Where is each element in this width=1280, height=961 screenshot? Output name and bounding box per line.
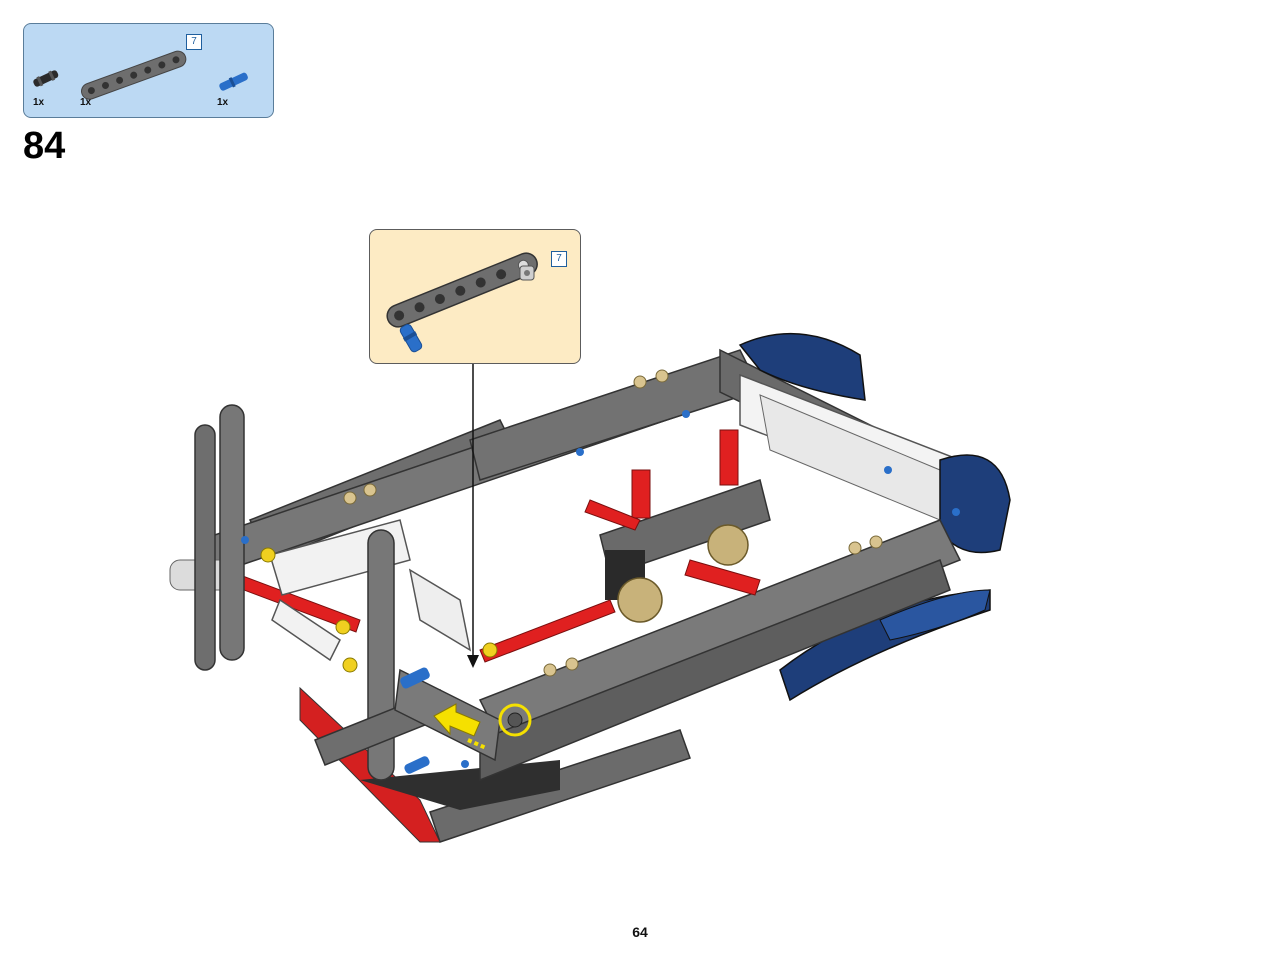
blue-axle-pin-part	[219, 72, 248, 91]
page-number: 64	[632, 924, 648, 940]
near-frame-beam	[478, 519, 962, 782]
differential-housing	[599, 479, 771, 623]
gray-pin-callout	[519, 265, 535, 281]
parts-list-box: 1x 1x 1x 7	[23, 23, 274, 118]
blue-pins	[241, 410, 960, 768]
gray-liftarm-part	[81, 50, 187, 100]
length-badge: 7	[186, 34, 202, 50]
blue-axle-pin-callout	[399, 323, 423, 353]
yellow-bushings	[260, 547, 498, 673]
quantity-label: 1x	[217, 97, 229, 108]
tan-pins	[343, 369, 883, 677]
blue-panels	[738, 332, 1011, 702]
length-badge: 7	[551, 251, 567, 267]
highlight-circle	[498, 703, 532, 737]
subassembly-callout: 7	[369, 229, 581, 364]
insertion-arrow-icon	[433, 703, 487, 750]
quantity-label: 1x	[80, 97, 92, 108]
callout-illustration	[386, 252, 538, 353]
step-number: 84	[23, 125, 66, 167]
parts-illustration	[33, 50, 248, 100]
black-pin-part	[33, 70, 59, 87]
quantity-label: 1x	[33, 97, 45, 108]
red-axles	[235, 429, 761, 663]
